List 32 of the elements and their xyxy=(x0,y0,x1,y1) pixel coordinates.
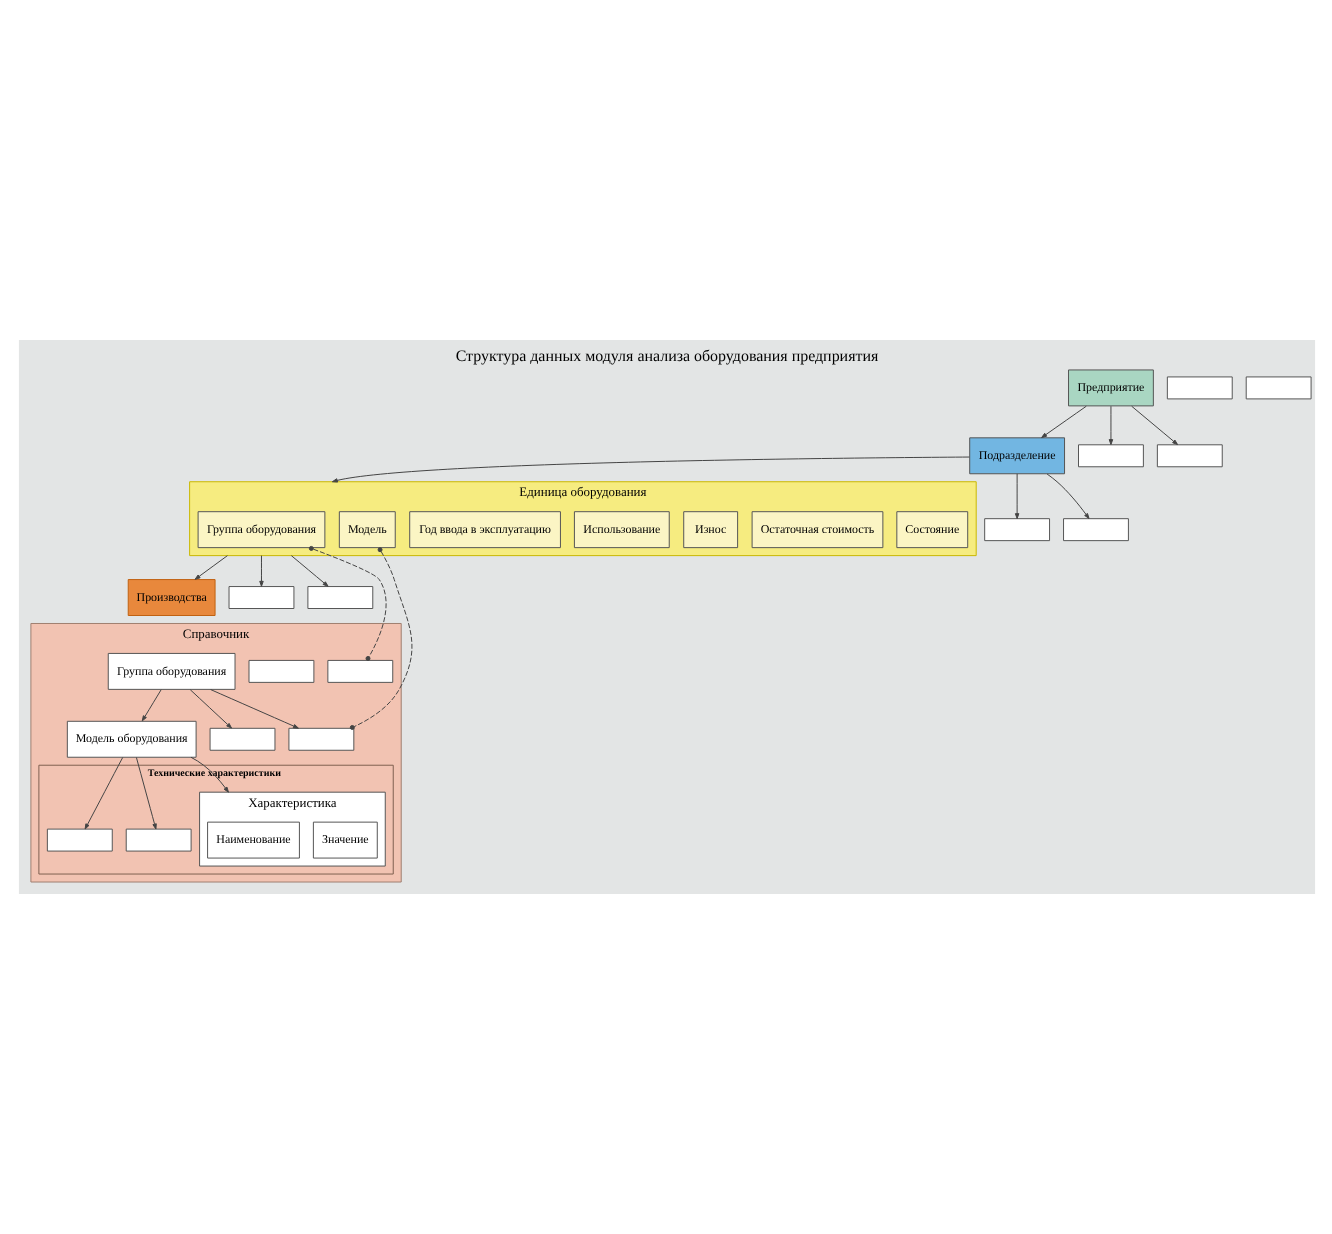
diagram-title: Структура данных модуля анализа оборудования предприятия xyxy=(454,346,878,365)
node-box xyxy=(306,586,373,609)
arrow xyxy=(140,689,161,722)
node-box xyxy=(1077,444,1143,468)
arrow xyxy=(83,757,123,830)
node-box xyxy=(124,828,191,852)
arrow xyxy=(1045,473,1089,519)
arrow xyxy=(193,555,227,580)
arrow xyxy=(1013,473,1019,520)
node-box xyxy=(1155,444,1222,468)
connector xyxy=(348,547,412,730)
node-box xyxy=(1244,376,1311,400)
arrow xyxy=(258,555,263,587)
arrow xyxy=(189,756,228,793)
node-box xyxy=(983,518,1050,542)
arrow xyxy=(289,555,328,587)
node-box xyxy=(326,659,393,683)
node-box xyxy=(287,727,354,751)
node-box xyxy=(208,727,275,751)
arrow xyxy=(330,456,969,483)
node-box xyxy=(247,659,314,683)
node-box xyxy=(1062,518,1128,542)
node-box xyxy=(1165,376,1232,400)
connector xyxy=(307,545,386,661)
arrow xyxy=(134,757,156,830)
arrow xyxy=(188,689,231,729)
arrow xyxy=(1130,405,1178,446)
arrow xyxy=(209,689,298,729)
node-box xyxy=(45,828,112,852)
arrow xyxy=(1107,405,1113,446)
arrow xyxy=(1040,405,1086,439)
node-box xyxy=(227,586,294,609)
